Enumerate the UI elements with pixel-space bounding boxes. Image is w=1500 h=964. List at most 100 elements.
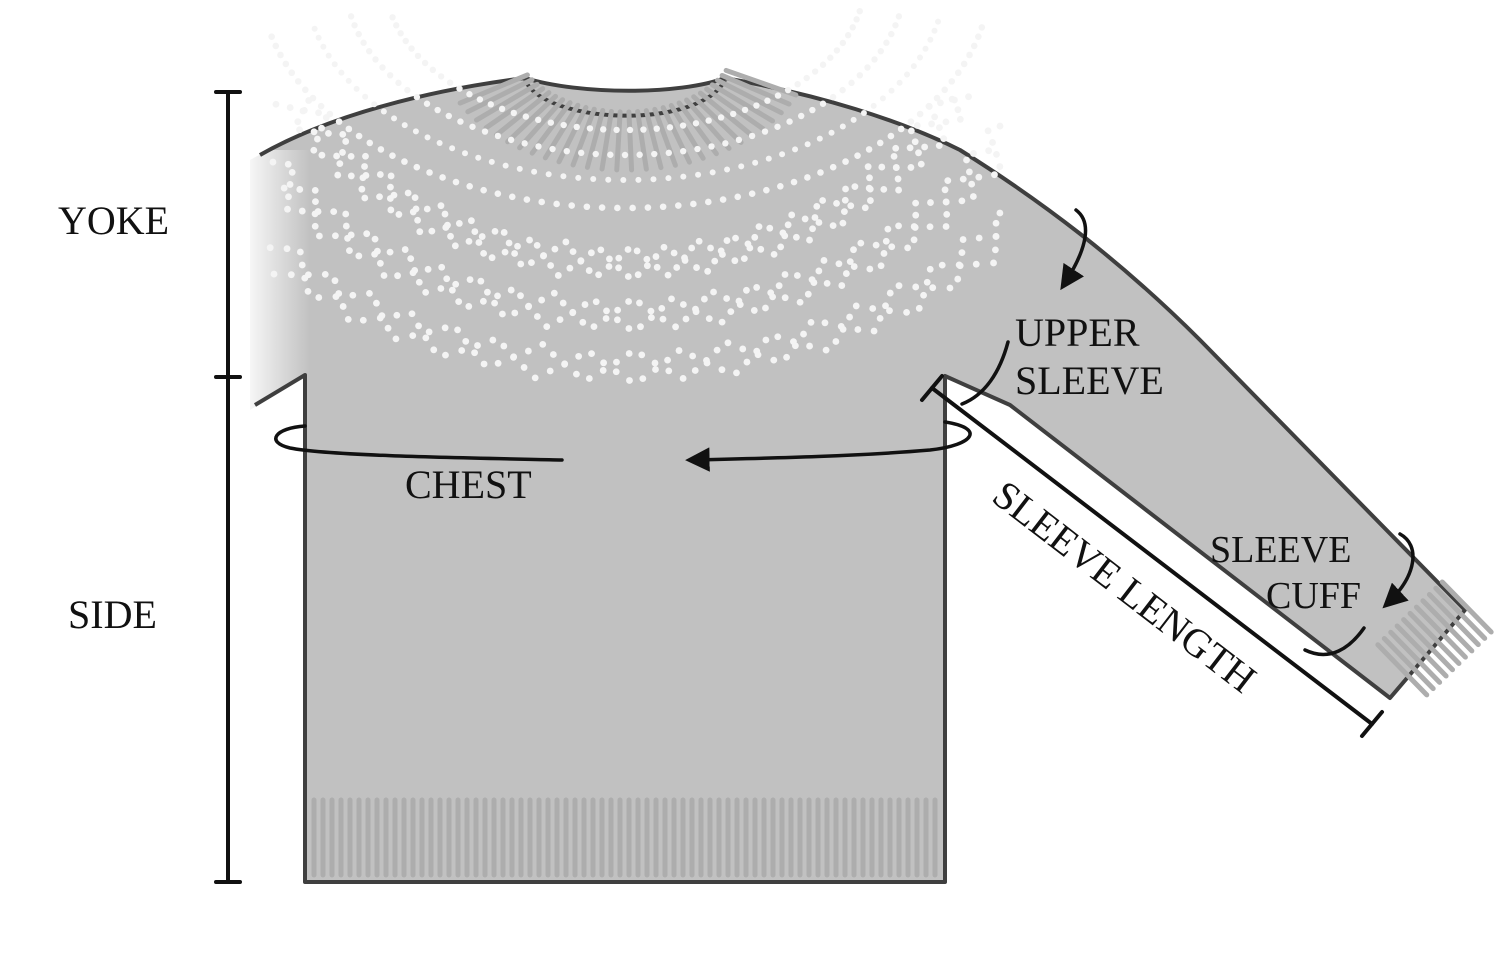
left-shoulder-fade xyxy=(240,150,310,420)
yoke-stitch xyxy=(989,139,996,146)
yoke-stitch xyxy=(511,309,519,317)
yoke-stitch xyxy=(408,45,415,52)
yoke-stitch xyxy=(615,264,622,272)
yoke-stitch xyxy=(411,194,419,202)
yoke-stitch xyxy=(320,43,327,50)
cuff-arrow-top xyxy=(1382,532,1415,609)
yoke-stitch xyxy=(344,234,351,242)
yoke-stitch xyxy=(727,308,735,316)
cuff-rib-stitch xyxy=(1414,604,1468,660)
yoke-stitch xyxy=(605,176,612,183)
cuff-measure xyxy=(1303,532,1415,657)
yoke-stitch xyxy=(711,257,719,265)
yoke-stitch xyxy=(514,242,521,250)
yoke-stitch xyxy=(738,163,745,170)
yoke-stitch xyxy=(286,104,294,111)
yoke-stitch xyxy=(755,223,763,231)
yoke-stitch xyxy=(554,272,562,279)
yoke-stitch xyxy=(774,92,782,99)
yoke-stitch xyxy=(761,128,769,135)
yoke-stitch xyxy=(811,214,819,221)
yoke-stitch xyxy=(849,24,856,31)
yoke-stitch xyxy=(984,127,992,135)
yoke-stitch xyxy=(804,290,812,298)
yoke-stitch xyxy=(829,163,837,171)
yoke-stitch xyxy=(752,159,759,166)
yoke-stitch xyxy=(857,239,865,247)
yoke-stitch xyxy=(407,255,415,263)
yoke-stitch xyxy=(753,284,761,291)
yoke-stitch xyxy=(680,147,687,155)
yoke-stitch xyxy=(414,216,421,224)
yoke-stitch xyxy=(373,299,380,307)
cuff-rib-stitch xyxy=(1381,636,1436,692)
yoke-stitch xyxy=(335,118,343,125)
yoke-stitch xyxy=(941,186,949,194)
yoke-stitch xyxy=(415,278,423,286)
yoke-stitch xyxy=(523,196,531,203)
yoke-stitch xyxy=(404,189,412,197)
yoke-stitch xyxy=(879,95,886,102)
yoke-stitch xyxy=(466,276,474,283)
sleeve-length-measure xyxy=(920,374,1384,738)
yoke-stitch xyxy=(284,205,291,213)
yoke-stitch xyxy=(705,198,712,206)
yoke-stitch xyxy=(827,54,834,61)
yoke-stitch xyxy=(411,267,419,274)
yoke-stitch xyxy=(866,265,874,273)
yoke-stitch xyxy=(285,193,292,201)
yoke-stitch xyxy=(500,342,508,350)
yoke-stitch xyxy=(550,289,558,297)
yoke-stitch xyxy=(412,128,419,135)
yoke-stitch xyxy=(954,275,962,283)
yoke-stitch xyxy=(535,143,542,150)
yoke-stitch xyxy=(895,13,903,20)
yoke-stitch xyxy=(820,257,828,264)
yoke-stitch xyxy=(366,290,373,297)
yoke-stitch xyxy=(458,347,466,354)
yoke-stitch xyxy=(923,278,931,286)
yoke-stitch xyxy=(626,126,634,134)
yoke-stitch xyxy=(892,22,899,29)
yoke-stitch xyxy=(912,199,920,207)
yoke-stitch xyxy=(664,356,671,364)
yoke-stitch xyxy=(339,131,347,138)
yoke-stitch xyxy=(362,93,369,100)
yoke-stitch xyxy=(748,132,756,140)
yoke-stitch xyxy=(922,45,929,52)
upper-sleeve-arrow-top xyxy=(1060,208,1088,291)
yoke-stitch xyxy=(985,147,993,155)
yoke-stitch xyxy=(959,175,967,183)
yoke-stitch xyxy=(869,305,877,312)
yoke-stitch xyxy=(488,254,496,262)
yoke-stitch xyxy=(651,150,658,158)
yoke-stitch xyxy=(505,239,513,247)
yoke-stitch xyxy=(449,145,456,152)
yoke-stitch xyxy=(665,175,672,182)
yoke-stitch xyxy=(598,204,606,211)
yoke-stitch xyxy=(882,237,890,245)
yoke-stitch xyxy=(559,299,567,307)
neck-rib-stitch xyxy=(719,72,792,107)
yoke-stitch xyxy=(775,282,783,290)
yoke-stitch xyxy=(314,135,321,143)
yoke-stitch xyxy=(531,374,539,382)
yoke-stitch xyxy=(948,78,956,85)
yoke-stitch xyxy=(816,135,823,142)
cuff-rib-stitch xyxy=(1420,598,1475,654)
yoke-stitch xyxy=(590,323,598,330)
yoke-stitch xyxy=(283,245,291,253)
yoke-stitch xyxy=(915,304,923,312)
yoke-stitch xyxy=(539,340,547,348)
yoke-stitch xyxy=(703,356,710,364)
yoke-stitch xyxy=(395,211,403,218)
yoke-stitch xyxy=(321,270,329,278)
yoke-stitch xyxy=(613,358,620,366)
yoke-stitch xyxy=(452,178,460,186)
yoke-stitch xyxy=(941,86,948,94)
neckline xyxy=(523,79,727,118)
yoke-stitch xyxy=(757,245,765,253)
yoke-stitch xyxy=(936,124,943,131)
yoke-stitch xyxy=(386,72,394,79)
yoke-stitch xyxy=(592,298,600,306)
